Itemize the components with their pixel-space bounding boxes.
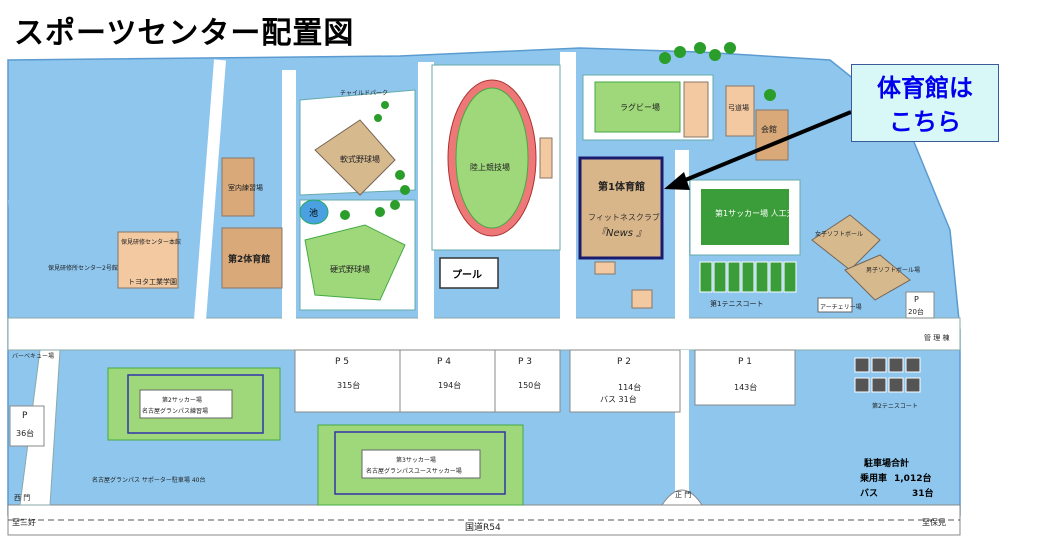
svg-text:第3サッカー場: 第3サッカー場 [396, 456, 436, 464]
svg-text:バス: バス [860, 488, 878, 499]
svg-text:アーチェリー場: アーチェリー場 [820, 303, 862, 311]
map-title: スポーツセンター配置図 [14, 16, 355, 51]
svg-text:至保見: 至保見 [922, 517, 946, 527]
svg-text:弓道場: 弓道場 [728, 103, 749, 112]
svg-text:西 門: 西 門 [14, 494, 30, 502]
hard-baseball-label: 硬式野球場 [330, 264, 370, 274]
svg-text:第1テニスコート: 第1テニスコート [710, 299, 763, 308]
pond [299, 199, 329, 225]
callout-line2: こちら [889, 108, 961, 136]
svg-text:第2サッカー場: 第2サッカー場 [162, 396, 202, 404]
svg-text:名古屋グランパスユースサッカー場: 名古屋グランパスユースサッカー場 [366, 467, 462, 475]
svg-text:保見研修所センター2号館: 保見研修所センター2号館 [48, 264, 118, 272]
svg-text:P 4: P 4 [437, 357, 451, 367]
svg-text:プール: プール [452, 268, 482, 281]
soft-baseball-label: 軟式野球場 [340, 154, 380, 164]
svg-text:36台: 36台 [16, 428, 34, 438]
svg-text:114台: 114台 [618, 382, 641, 392]
gym2-building [221, 227, 283, 289]
svg-text:チャイルドパーク: チャイルドパーク [340, 90, 388, 97]
gym1-building [578, 156, 664, 260]
svg-text:室内練習場: 室内練習場 [228, 183, 263, 192]
svg-text:P: P [914, 295, 919, 304]
hall-building [755, 109, 789, 161]
parking-east [905, 291, 935, 319]
athletics-track-inner [455, 87, 529, 229]
svg-text:会館: 会館 [761, 124, 777, 134]
svg-text:1,012台: 1,012台 [894, 472, 931, 484]
parking-west [9, 405, 45, 447]
svg-text:150台: 150台 [518, 380, 541, 390]
fitness-label: フィットネスクラブ [588, 212, 660, 222]
svg-text:P 2: P 2 [617, 357, 631, 367]
indoor-range [221, 157, 255, 217]
svg-text:20台: 20台 [908, 307, 924, 316]
svg-text:管 理 棟: 管 理 棟 [924, 333, 949, 342]
svg-text:143台: 143台 [734, 382, 757, 392]
trees [340, 42, 776, 220]
main-road [7, 317, 961, 351]
svg-text:第2テニスコート: 第2テニスコート [872, 402, 918, 410]
svg-text:194台: 194台 [438, 380, 461, 390]
svg-text:バス 31台: バス 31台 [600, 394, 637, 404]
pool [439, 257, 499, 289]
men-softball-field [844, 254, 911, 301]
svg-text:正 門: 正 門 [675, 491, 691, 499]
tennis2-courts [854, 357, 921, 393]
tennis1-courts [699, 261, 797, 293]
parking-p5 [294, 349, 401, 413]
svg-text:第1サッカー場 人工芝: 第1サッカー場 人工芝 [715, 208, 795, 218]
svg-text:女子ソフトボール: 女子ソフトボール [815, 230, 863, 238]
callout-line1: 体育館は [877, 74, 973, 102]
gym1-label: 第1体育館 [598, 180, 645, 193]
women-softball-field [811, 214, 881, 271]
svg-text:駐車場合計: 駐車場合計 [864, 457, 909, 469]
parking-p4 [399, 349, 496, 413]
svg-text:トヨタ工業学園: トヨタ工業学園 [128, 277, 177, 286]
health-center [117, 231, 179, 289]
svg-text:ラグビー場: ラグビー場 [620, 102, 660, 112]
svg-text:名古屋グランパス サポーター駐車場 40台: 名古屋グランパス サポーター駐車場 40台 [92, 476, 205, 484]
soccer1-field [699, 187, 791, 247]
svg-text:315台: 315台 [337, 380, 360, 390]
hard-baseball-field [304, 224, 406, 301]
svg-text:P 3: P 3 [518, 357, 532, 367]
rugby-field [594, 81, 681, 133]
parking-p1 [694, 349, 796, 406]
svg-text:P 5: P 5 [335, 357, 349, 367]
svg-text:至三好: 至三好 [12, 517, 36, 527]
svg-text:乗用車: 乗用車 [860, 472, 887, 484]
parking-p2 [569, 349, 681, 413]
svg-text:P: P [22, 411, 28, 421]
svg-text:P 1: P 1 [738, 357, 752, 367]
pointer-arrow [677, 110, 852, 185]
soft-baseball-field [314, 119, 396, 196]
svg-text:池: 池 [309, 207, 318, 219]
svg-text:第2体育館: 第2体育館 [228, 253, 270, 265]
svg-text:バーベキュー場: バーベキュー場 [12, 352, 54, 360]
news-label: 『News 』 [596, 227, 646, 239]
archery-building [725, 85, 755, 137]
gym-callout: 体育館は こちら [851, 64, 999, 142]
svg-text:31台: 31台 [912, 487, 934, 499]
svg-text:国道R54: 国道R54 [465, 521, 501, 533]
athletics-label: 陸上競技場 [470, 162, 510, 172]
svg-text:男子ソフトボール場: 男子ソフトボール場 [866, 266, 920, 274]
svg-text:名古屋グランパス練習場: 名古屋グランパス練習場 [142, 407, 208, 415]
svg-text:保見研修センター本館: 保見研修センター本館 [121, 238, 181, 246]
parking-p3 [494, 349, 561, 413]
